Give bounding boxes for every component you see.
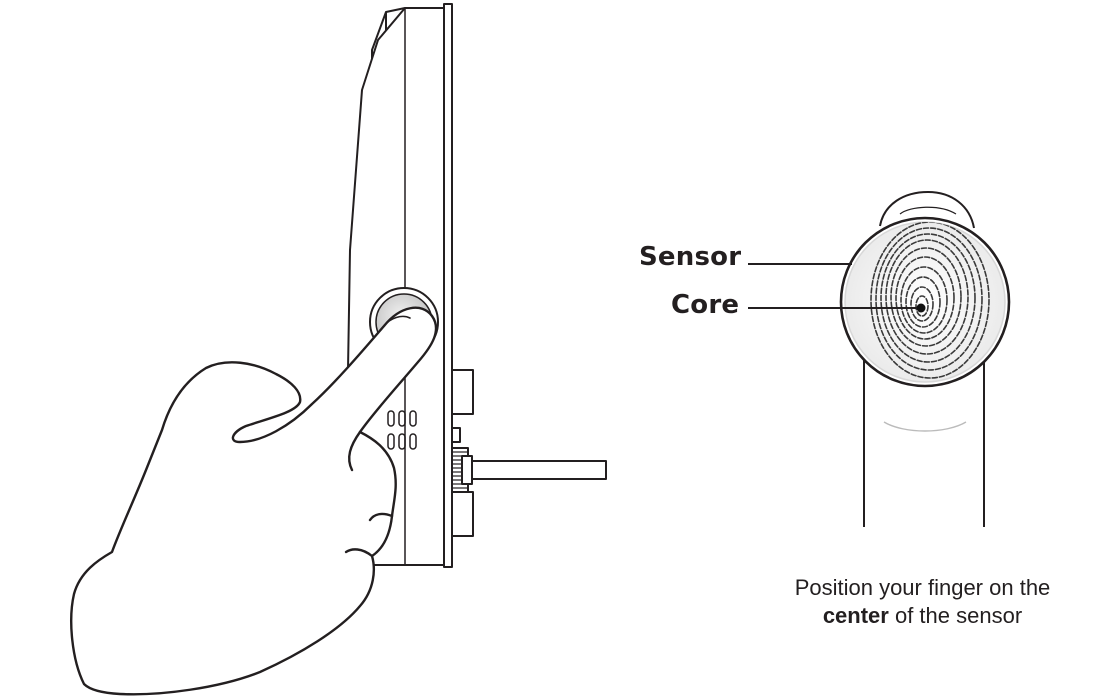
sensor-label: Sensor	[639, 242, 742, 272]
leader-lines	[748, 263, 917, 309]
core-label: Core	[671, 290, 740, 320]
caption-line-2: center of the sensor	[750, 602, 1095, 630]
core-dot	[916, 303, 926, 313]
caption-line-2-rest: of the sensor	[888, 603, 1023, 628]
pointing-hand-icon	[70, 306, 438, 696]
finger-on-sensor-icon	[839, 190, 1011, 527]
fingerprint-pattern-icon	[870, 222, 990, 379]
instruction-caption: Position your finger on the center of th…	[750, 574, 1095, 630]
caption-line-1: Position your finger on the	[794, 575, 1051, 600]
caption-emphasis: center	[822, 603, 889, 628]
